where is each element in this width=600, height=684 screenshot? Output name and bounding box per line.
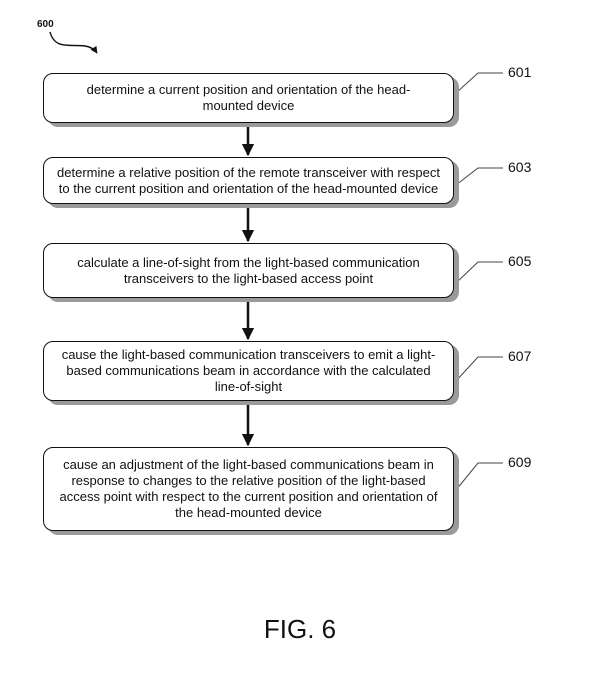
- leader-line-603: [455, 167, 503, 186]
- step-text: calculate a line-of-sight from the light…: [77, 254, 420, 286]
- figure-pointer-arrow: [49, 31, 98, 54]
- step-label-603: 603: [508, 159, 532, 175]
- figure-reference-numeral: 600: [37, 19, 54, 30]
- step-text: cause the light-based communication tran…: [61, 347, 436, 394]
- step-text: cause an adjustment of the light-based c…: [59, 457, 438, 520]
- step-label-607: 607: [508, 348, 532, 364]
- leader-line-601: [455, 72, 503, 94]
- figure-caption: FIG. 6: [263, 614, 337, 644]
- step-label-605: 605: [508, 253, 532, 269]
- step-text: determine a current position and orienta…: [86, 82, 411, 113]
- step-label-609: 609: [508, 454, 532, 470]
- step-box-601: determine a current position and orienta…: [43, 73, 454, 123]
- step-box-609: cause an adjustment of the light-based c…: [43, 447, 454, 531]
- leader-line-605: [455, 261, 503, 284]
- step-box-603: determine a relative position of the rem…: [43, 157, 454, 204]
- step-box-605: calculate a line-of-sight from the light…: [43, 243, 454, 298]
- leader-line-607: [455, 356, 503, 382]
- step-label-601: 601: [508, 64, 532, 80]
- step-box-607: cause the light-based communication tran…: [43, 341, 454, 401]
- leader-line-609: [455, 462, 503, 491]
- step-text: determine a relative position of the rem…: [57, 164, 440, 196]
